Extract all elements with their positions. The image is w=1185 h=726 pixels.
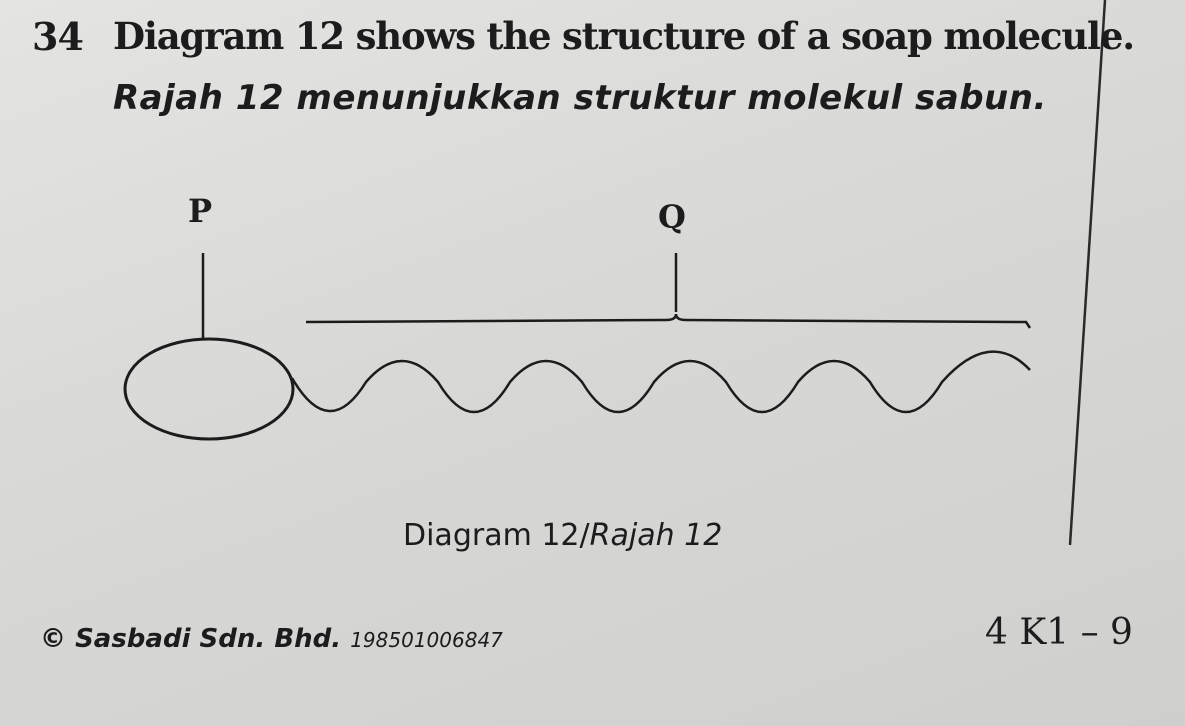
caption-malay: Rajah 12 [589,518,723,553]
label-q: Q [658,198,686,236]
label-p: P [188,192,212,230]
question-text-malay: Rajah 12 menunjukkan struktur molekul sa… [113,78,1047,118]
hydrophilic-head [123,337,295,441]
question-text-english: Diagram 12 shows the structure of a soap… [113,14,1135,58]
tail-brace [305,313,1032,329]
copyright-symbol: © [40,624,66,654]
copyright-notice: © Sasbadi Sdn. Bhd. 198501006847 [40,624,503,654]
question-number: 34 [32,14,84,59]
publisher-name: Sasbadi Sdn. Bhd. [75,624,342,654]
registration-number: 198501006847 [350,628,503,652]
paper-code: 4 K1 – 9 [985,612,1133,653]
caption-english: Diagram 12/ [403,518,590,553]
diagram-caption: Diagram 12/Rajah 12 [403,518,722,553]
hydrophobic-tail [290,350,1031,414]
